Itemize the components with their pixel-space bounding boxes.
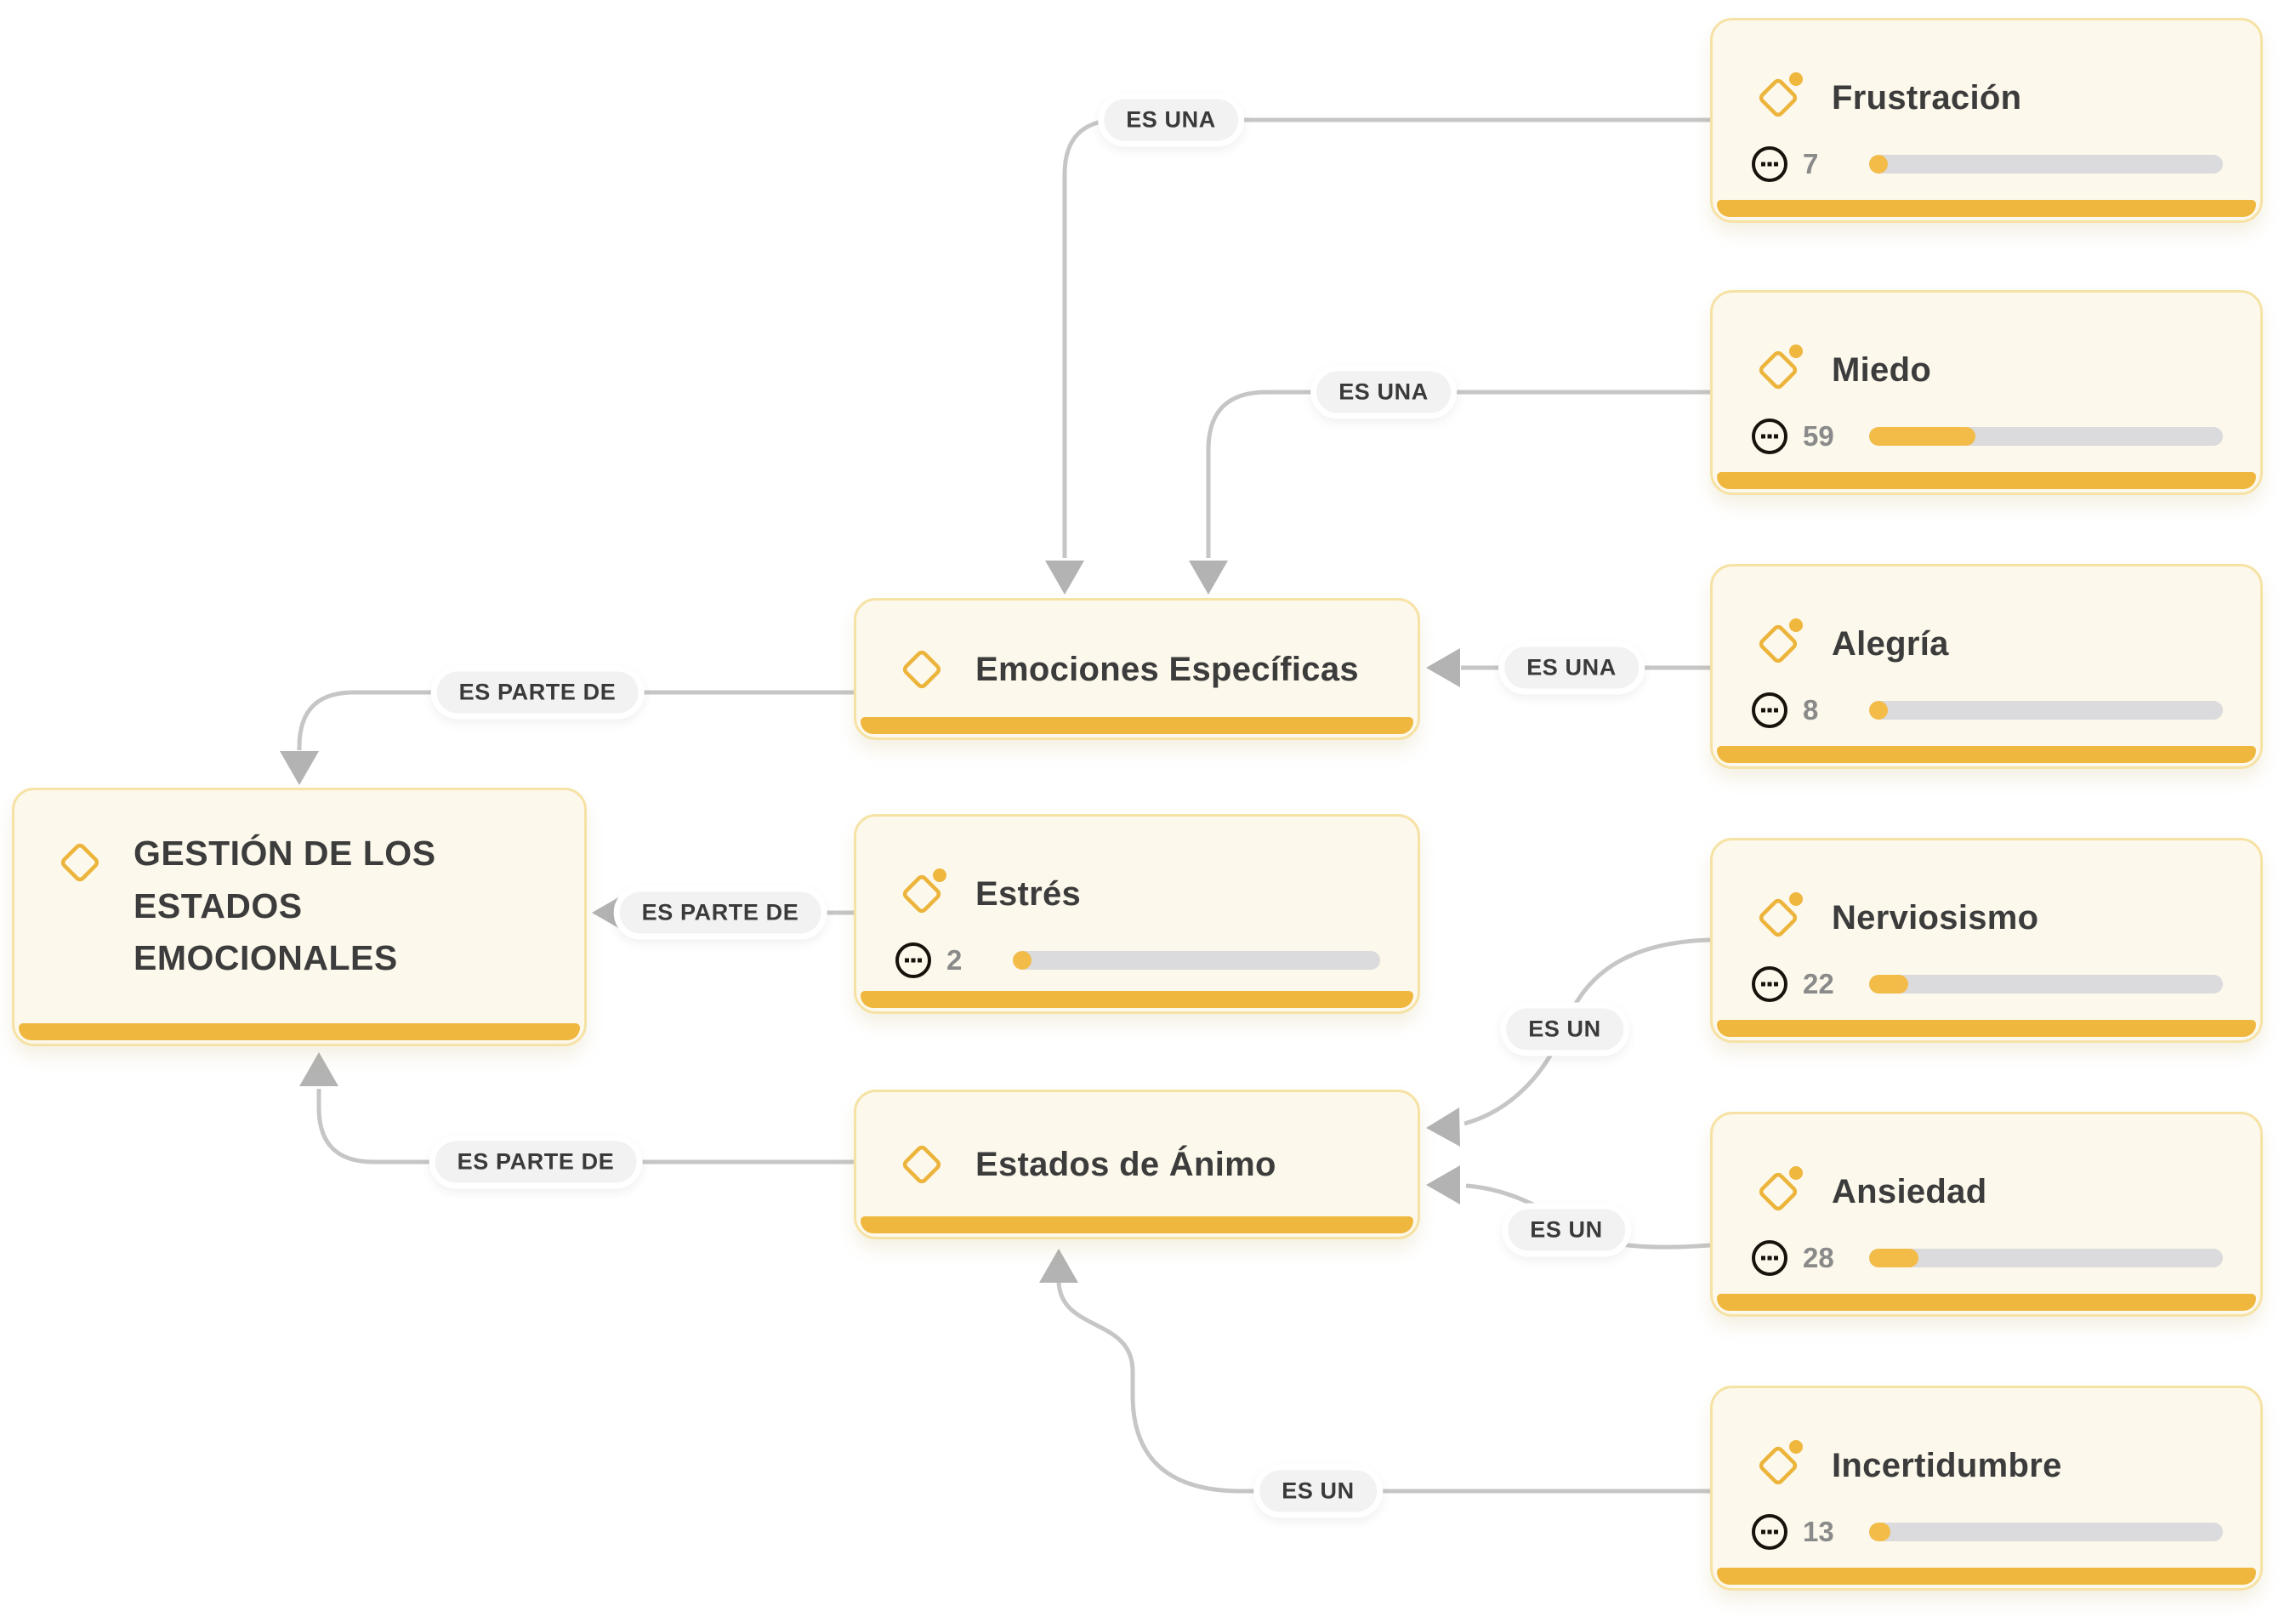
node-title: Ansiedad	[1832, 1173, 1987, 1210]
node-accent-bar	[1717, 1294, 2256, 1311]
arrowhead-left-icon	[1426, 648, 1460, 687]
statements-count-icon	[894, 941, 933, 980]
node-title: Nerviosismo	[1832, 899, 2039, 937]
edge-label-es-un-incertidumbre[interactable]: ES UN	[1253, 1464, 1383, 1518]
frequency-bar-fill	[1869, 701, 1888, 720]
arrowhead-down-icon	[1189, 561, 1228, 595]
edge-label-es-un-ansiedad[interactable]: ES UN	[1502, 1203, 1631, 1257]
frequency-bar-fill	[1869, 427, 1975, 446]
edge-label-es-un-nerviosismo[interactable]: ES UN	[1500, 1002, 1629, 1056]
node-accent-bar	[1717, 1020, 2256, 1037]
edge-label-es-una-miedo[interactable]: ES UNA	[1310, 365, 1457, 419]
concept-diamond-dot-icon	[1750, 70, 1806, 126]
node-nerviosismo[interactable]: Nerviosismo 22	[1710, 838, 2263, 1043]
arrowhead-left-icon	[1426, 1107, 1460, 1147]
concept-diamond-icon	[894, 1136, 950, 1193]
edge-animo-gestion	[316, 1089, 854, 1164]
frequency-bar-fill	[1869, 1523, 1890, 1541]
statements-count-icon	[1750, 691, 1789, 730]
node-incertidumbre[interactable]: Incertidumbre 13	[1710, 1386, 2263, 1591]
frequency-bar-fill	[1869, 975, 1908, 994]
arrowhead-down-icon	[1045, 561, 1084, 595]
frequency-bar-fill	[1869, 155, 1888, 174]
node-accent-bar	[861, 991, 1413, 1008]
concept-diamond-dot-icon	[894, 866, 950, 922]
arrowhead-down-icon	[280, 751, 319, 785]
arrowhead-up-icon	[299, 1052, 338, 1086]
node-emociones-especificas[interactable]: Emociones Específicas	[854, 598, 1420, 740]
node-accent-bar	[1717, 200, 2256, 217]
node-estres[interactable]: Estrés 2	[854, 814, 1420, 1014]
frequency-bar	[1869, 1249, 2223, 1267]
statement-count: 28	[1803, 1242, 1834, 1273]
statements-count-icon	[1750, 1238, 1789, 1278]
frequency-bar	[1869, 701, 2223, 720]
edge-miedo-emociones	[1206, 390, 1710, 558]
node-title: Estrés	[975, 875, 1082, 913]
statement-count: 2	[946, 944, 963, 976]
node-title: GESTIÓN DE LOS ESTADOS EMOCIONALES	[134, 834, 436, 977]
node-title: Miedo	[1832, 351, 1932, 389]
statement-count: 59	[1803, 420, 1834, 452]
edge-frustracion-emociones	[1062, 117, 1710, 558]
arrowhead-up-icon	[1039, 1249, 1078, 1283]
node-title: Emociones Específicas	[975, 650, 1359, 688]
frequency-bar	[1869, 975, 2223, 994]
frequency-bar	[1869, 427, 2223, 446]
node-frustracion[interactable]: Frustración 7	[1710, 18, 2263, 223]
edge-label-es-una-frustracion[interactable]: ES UNA	[1098, 93, 1244, 147]
concept-diamond-icon	[894, 641, 950, 697]
node-accent-bar	[1717, 472, 2256, 489]
edge-label-es-parte-de-emociones[interactable]: ES PARTE DE	[430, 665, 645, 720]
edge-label-es-una-alegria[interactable]: ES UNA	[1498, 641, 1645, 695]
arrowhead-left-icon	[1426, 1165, 1460, 1204]
concept-diamond-dot-icon	[1750, 342, 1806, 398]
statement-count: 22	[1803, 968, 1834, 999]
statement-count: 13	[1803, 1516, 1834, 1547]
node-ansiedad[interactable]: Ansiedad 28	[1710, 1112, 2263, 1317]
frequency-bar-fill	[1013, 951, 1031, 970]
statements-count-icon	[1750, 1512, 1789, 1552]
frequency-bar	[1869, 1523, 2223, 1541]
statements-count-icon	[1750, 417, 1789, 456]
edge-incertidumbre-animo	[1056, 1279, 1710, 1494]
node-gestion-estados-emocionales[interactable]: GESTIÓN DE LOS ESTADOS EMOCIONALES	[12, 788, 587, 1046]
node-accent-bar	[861, 717, 1413, 734]
concept-diamond-dot-icon	[1750, 616, 1806, 672]
node-miedo[interactable]: Miedo 59	[1710, 290, 2263, 495]
edge-emociones-gestion	[297, 690, 854, 750]
frequency-bar-fill	[1869, 1249, 1919, 1267]
node-title: Estados de Ánimo	[975, 1146, 1276, 1183]
node-estados-de-animo[interactable]: Estados de Ánimo	[854, 1090, 1420, 1239]
edge-label-es-parte-de-animo[interactable]: ES PARTE DE	[429, 1135, 643, 1189]
node-accent-bar	[861, 1216, 1413, 1233]
edge-label-es-parte-de-estres[interactable]: ES PARTE DE	[613, 885, 827, 940]
node-alegria[interactable]: Alegría 8	[1710, 564, 2263, 769]
node-accent-bar	[19, 1023, 580, 1040]
concept-diamond-dot-icon	[1750, 890, 1806, 946]
concept-diamond-dot-icon	[1750, 1438, 1806, 1494]
node-accent-bar	[1717, 746, 2256, 763]
statements-count-icon	[1750, 145, 1789, 184]
node-title: Alegría	[1832, 625, 1949, 663]
frequency-bar	[1013, 951, 1380, 970]
node-accent-bar	[1717, 1568, 2256, 1585]
frequency-bar	[1869, 155, 2223, 174]
statement-count: 7	[1803, 148, 1819, 179]
statements-count-icon	[1750, 965, 1789, 1004]
node-title: Frustración	[1832, 79, 2022, 117]
statement-count: 8	[1803, 694, 1819, 726]
concept-diamond-dot-icon	[1750, 1164, 1806, 1220]
node-title: Incertidumbre	[1832, 1447, 2062, 1484]
concept-diamond-icon	[52, 834, 108, 891]
